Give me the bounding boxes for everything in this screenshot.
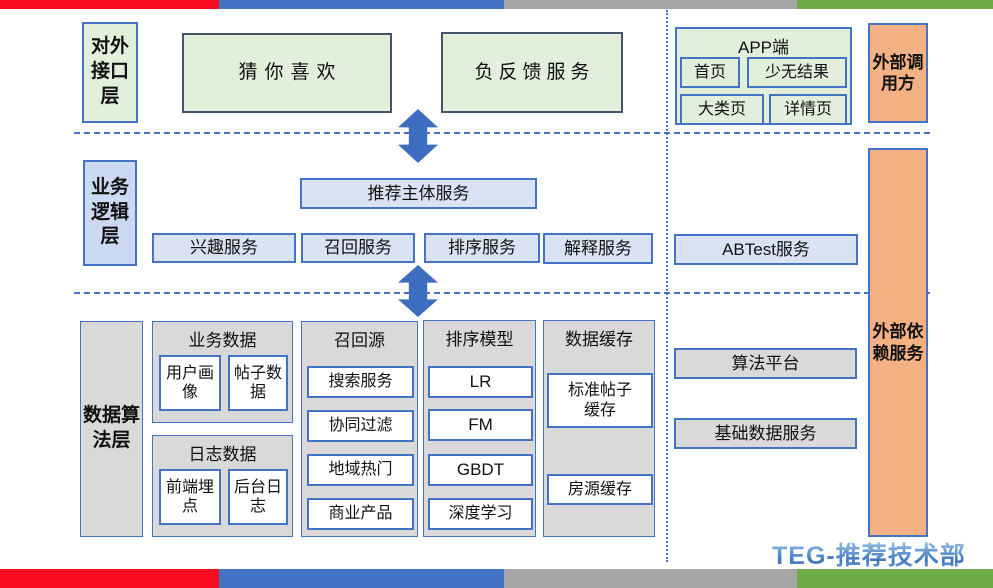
top-bar-gray [504, 0, 797, 9]
layer-label-data: 数据算法层 [80, 321, 143, 537]
group-log-data-title: 日志数据 [188, 445, 257, 464]
box-search-service: 搜索服务 [307, 366, 414, 398]
box-house-cache: 房源缓存 [547, 474, 653, 505]
box-commercial-product: 商业产品 [307, 498, 414, 530]
box-abtest-service: ABTest服务 [674, 234, 858, 265]
box-guess-you-like: 猜你喜欢 [182, 33, 392, 113]
group-app-title: APP端 [737, 38, 790, 57]
top-bar-green [797, 0, 993, 9]
group-log-data: 日志数据 前端埋点 后台日志 [152, 435, 293, 537]
group-data-cache-title: 数据缓存 [565, 330, 633, 349]
group-recall-source-title: 召回源 [334, 331, 385, 350]
bottom-bar-red [0, 569, 219, 588]
app-page-category: 大类页 [680, 94, 764, 125]
box-interest-service: 兴趣服务 [152, 233, 296, 263]
box-lr: LR [428, 366, 533, 398]
bottom-bar-gray [504, 569, 797, 588]
box-deep-learning: 深度学习 [428, 498, 533, 530]
bottom-bar-blue [219, 569, 504, 588]
app-page-detail: 详情页 [769, 94, 847, 125]
group-rank-model-title: 排序模型 [445, 330, 514, 349]
bottom-bar-green [797, 569, 993, 588]
column-divider [666, 10, 668, 562]
group-recall-source: 召回源 搜索服务 协同过滤 地域热门 商业产品 [301, 321, 418, 537]
team-watermark: TEG-推荐技术部 [772, 536, 966, 572]
box-base-data-service: 基础数据服务 [674, 418, 857, 449]
box-user-profile: 用户画像 [159, 355, 221, 411]
layer-label-logic: 业务逻辑层 [83, 160, 137, 266]
box-main-recommend-service: 推荐主体服务 [300, 178, 537, 209]
group-business-data-title: 业务数据 [188, 331, 257, 350]
box-recall-service: 召回服务 [301, 233, 415, 263]
layer-label-interface: 对外接口层 [82, 22, 138, 123]
box-external-dependency: 外部依赖服务 [868, 148, 928, 537]
box-collaborative-filtering: 协同过滤 [307, 410, 414, 442]
group-data-cache: 数据缓存 标准帖子缓存 房源缓存 [543, 320, 655, 537]
box-fm: FM [428, 409, 533, 441]
box-post-data: 帖子数据 [228, 355, 288, 411]
box-external-caller: 外部调用方 [868, 23, 928, 123]
layer-divider-top [74, 132, 930, 134]
group-business-data: 业务数据 用户画像 帖子数据 [152, 321, 293, 423]
box-explain-service: 解释服务 [543, 233, 653, 264]
top-bar-red [0, 0, 219, 9]
box-frontend-tracking: 前端埋点 [159, 469, 221, 525]
box-negative-feedback: 负反馈服务 [441, 32, 623, 113]
group-app: APP端 首页 少无结果 大类页 详情页 [675, 27, 852, 125]
box-algo-platform: 算法平台 [674, 348, 857, 379]
box-gbdt: GBDT [428, 454, 533, 486]
updown-arrow-icon [398, 265, 438, 317]
app-page-few-results: 少无结果 [747, 57, 847, 88]
app-page-home: 首页 [680, 57, 740, 88]
layer-divider-bottom [74, 292, 930, 294]
group-rank-model: 排序模型 LR FM GBDT 深度学习 [423, 320, 536, 537]
box-regional-hot: 地域热门 [307, 454, 414, 486]
box-standard-post-cache: 标准帖子缓存 [547, 373, 653, 428]
box-rank-service: 排序服务 [424, 233, 540, 263]
updown-arrow-icon [398, 109, 438, 163]
top-bar-blue [219, 0, 504, 9]
box-backend-log: 后台日志 [228, 469, 288, 525]
